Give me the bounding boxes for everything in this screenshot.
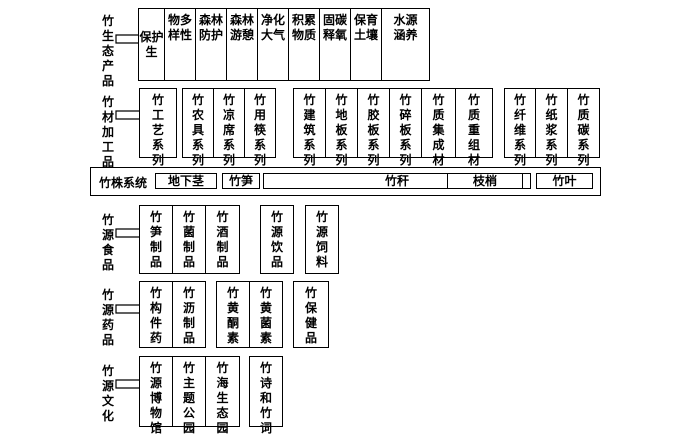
cell-eco-biodiversity: 物多 样性: [164, 8, 196, 81]
category-label-food: 竹 源 食 品: [101, 213, 114, 272]
category-label-medicine: 竹 源 药 品: [101, 288, 114, 347]
cell-food-feed: 竹 源 饲 料: [305, 205, 339, 274]
cell-food-drinks: 竹 源 饮 品: [260, 205, 294, 274]
cell-med-components: 竹 构 件 药: [139, 281, 173, 348]
cell-culture-museum: 竹 源 博 物 馆: [139, 356, 173, 435]
food-group-drinks: 竹 源 饮 品: [260, 205, 294, 274]
processing-building-materials-group: 竹 建 筑 系 列 竹 地 板 系 列 竹 胶 板 系 列 竹 碎 板 系 列 …: [293, 88, 493, 167]
cell-culture-theme-park: 竹 主 题 公 园: [172, 356, 206, 435]
cell-proc-laminated: 竹 质 集 成 材: [421, 88, 456, 167]
medicine-group-b: 竹 黄 酮 素 竹 黄 菌 素: [216, 281, 283, 348]
cell-eco-air-purification: 净化 大气: [257, 8, 289, 81]
cell-eco-forest-recreation: 森林 游憩: [226, 8, 258, 81]
cell-proc-construction: 竹 建 筑 系 列: [293, 88, 326, 167]
cell-eco-matter-accumulation: 积累 物质: [288, 8, 320, 81]
cell-proc-farm-tools: 竹 农 具 系 列: [182, 88, 214, 167]
cell-proc-fiber: 竹 纤 维 系 列: [504, 88, 536, 167]
system-part-culm: 竹秆: [263, 173, 531, 189]
cell-proc-flooring: 竹 地 板 系 列: [325, 88, 358, 167]
cell-eco-carbon-fixation: 固碳 释氧: [319, 8, 351, 81]
cell-eco-water-conservation: 水源 涵养: [381, 8, 430, 81]
cell-proc-scrimber: 竹 质 重 组 材: [455, 88, 493, 167]
cell-culture-poetry: 竹 诗 和 竹 词: [249, 356, 283, 435]
category-label-processing: 竹 材 加 工 品: [101, 95, 114, 169]
medicine-group-a: 竹 构 件 药 竹 沥 制 品: [139, 281, 206, 348]
cell-med-health-products: 竹 保 健 品: [293, 281, 329, 348]
cell-proc-chopsticks: 竹 用 筷 系 列: [244, 88, 276, 167]
cell-proc-particle-board: 竹 碎 板 系 列: [389, 88, 422, 167]
processing-crafts-group: 竹 工 艺 系 列: [139, 88, 177, 167]
cell-food-fungi: 竹 菌 制 品: [172, 205, 206, 274]
bamboo-plant-system-bar: 竹株系统 地下茎 竹笋 竹秆 枝梢 竹叶: [90, 167, 601, 196]
ecological-products-group: 保护 生 物多 样性 森林 防护 森林 游憩 净化 大气 积累 物质 固碳 释氧…: [138, 8, 430, 81]
category-label-ecological: 竹 生 态 产 品: [101, 14, 114, 88]
system-part-branches: 枝梢: [447, 173, 523, 189]
cell-proc-mats: 竹 凉 席 系 列: [213, 88, 245, 167]
processing-chemical-group: 竹 纤 维 系 列 竹 纸 浆 系 列 竹 质 碳 系 列: [504, 88, 600, 167]
cell-med-hypocrellin: 竹 黄 菌 素: [249, 281, 283, 348]
system-part-rhizome: 地下茎: [155, 173, 217, 189]
system-part-shoot: 竹笋: [222, 173, 260, 189]
cell-eco-soil-conservation: 保育 土壤: [350, 8, 382, 81]
food-group-feed: 竹 源 饲 料: [305, 205, 339, 274]
category-label-culture: 竹 源 文 化: [101, 364, 114, 423]
cell-food-shoots: 竹 笋 制 品: [139, 205, 173, 274]
cell-food-wine: 竹 酒 制 品: [205, 205, 240, 274]
cell-eco-protection: 保护 生: [138, 8, 165, 81]
cell-culture-eco-garden: 竹 海 生 态 园: [205, 356, 240, 435]
cell-med-juice: 竹 沥 制 品: [172, 281, 206, 348]
culture-group-main: 竹 源 博 物 馆 竹 主 题 公 园 竹 海 生 态 园: [139, 356, 240, 435]
cell-proc-charcoal: 竹 质 碳 系 列: [567, 88, 600, 167]
system-label: 竹株系统: [99, 176, 148, 190]
culture-group-poetry: 竹 诗 和 竹 词: [249, 356, 283, 435]
cell-eco-forest-protection: 森林 防护: [195, 8, 227, 81]
system-part-leaves: 竹叶: [536, 173, 593, 189]
food-group-main: 竹 笋 制 品 竹 菌 制 品 竹 酒 制 品: [139, 205, 240, 274]
medicine-group-c: 竹 保 健 品: [293, 281, 329, 348]
processing-daily-goods-group: 竹 农 具 系 列 竹 凉 席 系 列 竹 用 筷 系 列: [182, 88, 276, 167]
cell-proc-crafts: 竹 工 艺 系 列: [139, 88, 177, 167]
cell-proc-plywood: 竹 胶 板 系 列: [357, 88, 390, 167]
cell-proc-pulp: 竹 纸 浆 系 列: [535, 88, 568, 167]
cell-med-flavonoids: 竹 黄 酮 素: [216, 281, 250, 348]
